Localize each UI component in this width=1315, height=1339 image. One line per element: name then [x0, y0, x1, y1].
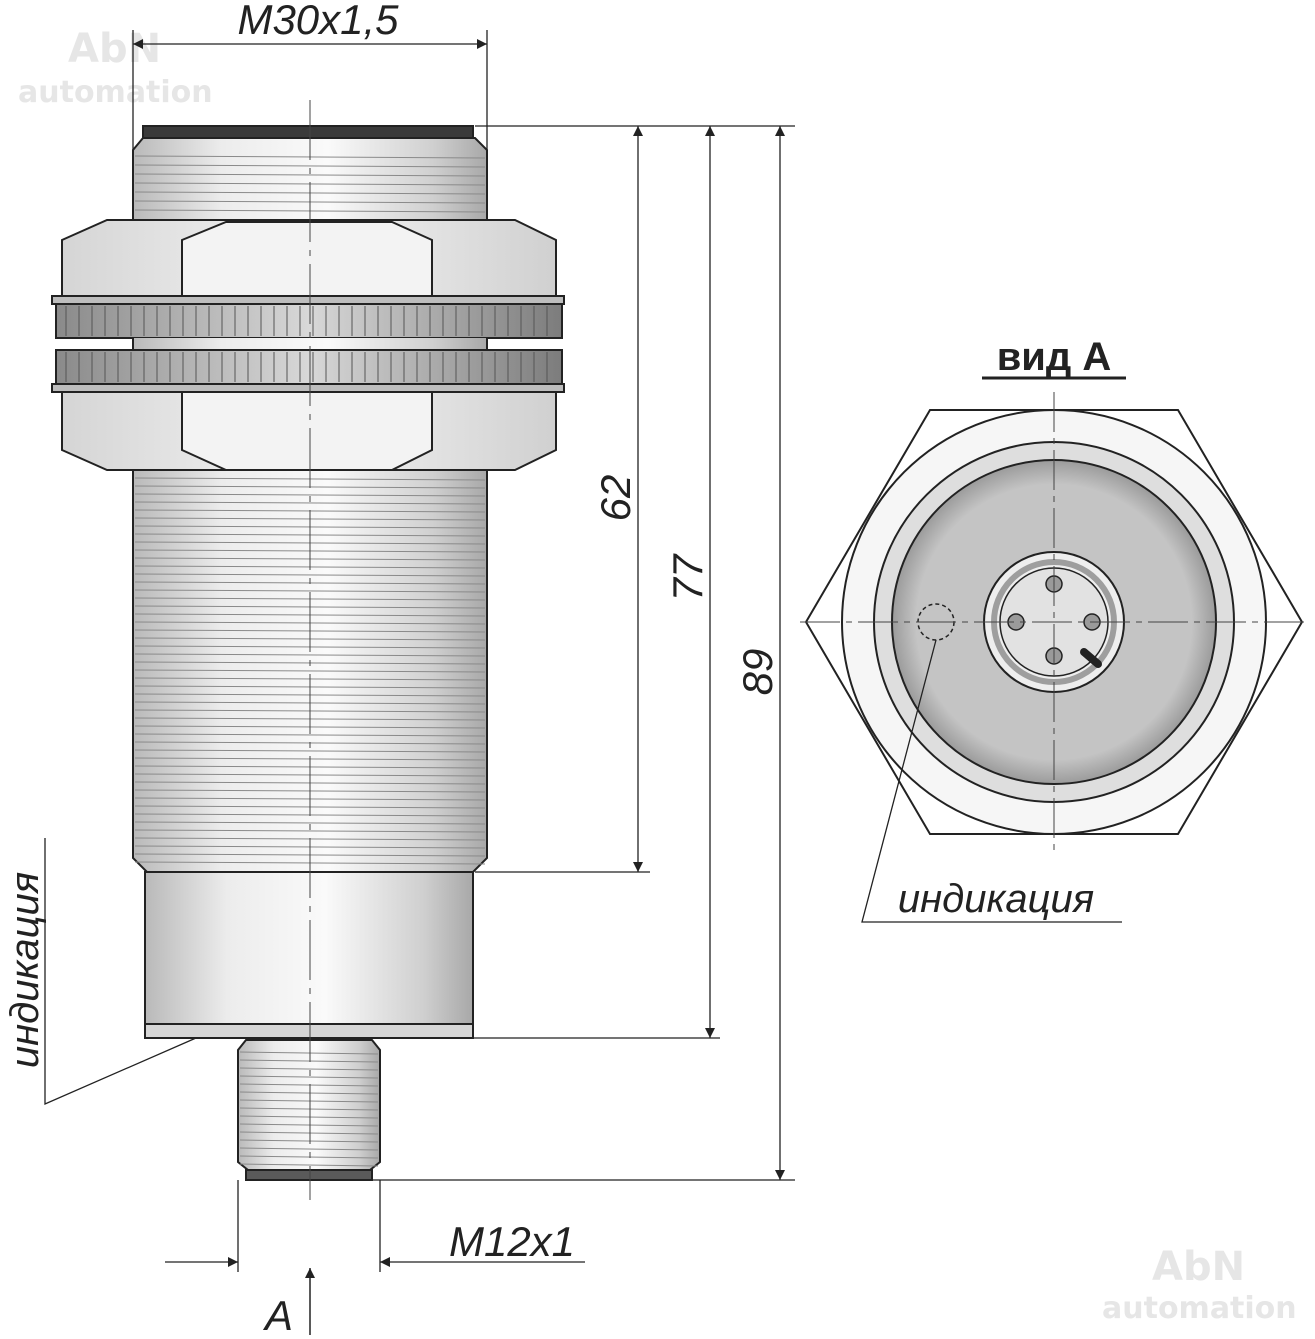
connector-end	[245, 1169, 373, 1181]
dimension-lines	[44, 30, 795, 1335]
watermark-top: AbN automation	[18, 26, 213, 110]
watermark-bottom: AbN automation	[1102, 1244, 1297, 1326]
watermark-brand: AbN	[1152, 1244, 1245, 1290]
dim-62: 62	[592, 475, 639, 522]
dim-m30: M30x1,5	[237, 0, 399, 43]
upper-nut-face	[181, 221, 433, 297]
side-view	[51, 100, 565, 1200]
lower-ring-knurl	[65, 352, 548, 382]
view-a: вид А	[800, 335, 1310, 923]
indication-label-front: индикация	[898, 877, 1094, 921]
watermark-sub: automation	[18, 75, 213, 110]
upper-ring	[55, 303, 563, 339]
sensing-face	[142, 125, 474, 139]
m12-connector	[237, 1039, 381, 1171]
watermark-sub: automation	[1102, 1291, 1297, 1326]
view-arrow-label: А	[262, 1292, 293, 1339]
connector-thread-lines	[239, 1051, 379, 1167]
dim-77: 77	[664, 553, 711, 601]
dimension-texts: M30x1,5 62 77 89 M12x1 А индикация	[3, 0, 781, 1339]
indication-label-side: индикация	[3, 872, 47, 1068]
view-a-title: вид А	[997, 335, 1112, 379]
key-notch	[1080, 648, 1102, 668]
lower-ring-rim	[51, 383, 565, 393]
watermark-brand: AbN	[68, 26, 161, 72]
dim-m12: M12x1	[449, 1218, 575, 1265]
indication-leader	[861, 639, 1122, 923]
dim-89: 89	[734, 649, 781, 696]
lower-ring	[55, 349, 563, 385]
indicator-ring	[144, 1023, 474, 1039]
upper-ring-rim	[51, 295, 565, 305]
upper-ring-knurl	[65, 306, 548, 336]
lower-nut-face	[181, 391, 433, 471]
lower-housing	[144, 871, 474, 1025]
